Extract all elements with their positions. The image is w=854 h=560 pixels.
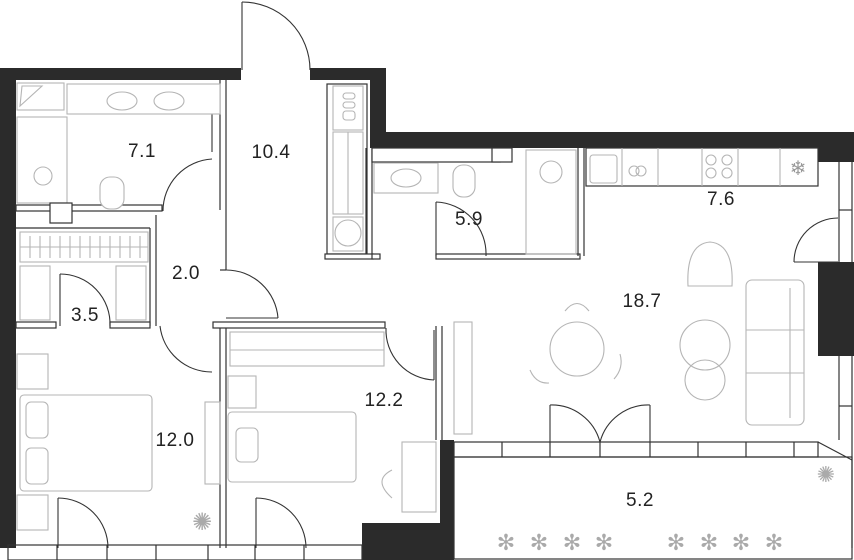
plant-icon: ✻ <box>595 530 613 555</box>
living-room-furniture <box>529 241 805 426</box>
office-chair-icon <box>381 469 393 499</box>
hallway-utility <box>332 85 364 252</box>
room-area-bathroom-1: 7.1 <box>128 141 156 162</box>
room-area-hallway: 10.4 <box>251 142 291 163</box>
room-area-bathroom-2: 5.9 <box>455 209 483 230</box>
lamp-icon <box>16 494 49 531</box>
plant-icon: ✻ <box>732 530 750 555</box>
plant-icon: ✻ <box>667 530 685 555</box>
room-area-balcony: 5.2 <box>626 490 654 511</box>
fridge-snowflake-icon: ❄ <box>790 158 807 180</box>
room-area-kitchen: 7.6 <box>707 189 735 210</box>
plant-icon: ✺ <box>817 462 835 487</box>
kitchen-fixtures: ❄ <box>589 148 807 186</box>
bathroom-1-fixtures <box>16 82 221 224</box>
plant-icon: ✻ <box>530 530 548 555</box>
plant-icon: ✺ <box>192 509 212 536</box>
room-area-bedroom-1: 12.0 <box>155 430 195 451</box>
balcony-plants: ✺ ✻ ✻ ✻ ✻ ✻ ✻ ✻ ✻ <box>497 462 835 555</box>
dishwasher-icon <box>628 165 640 177</box>
armchair-icon <box>687 241 733 287</box>
sink-icon <box>390 168 422 188</box>
wardrobe-icon <box>29 236 141 258</box>
bed-icon <box>19 394 153 492</box>
plant-icon: ✻ <box>497 530 515 555</box>
dining-table-icon <box>549 321 605 377</box>
room-area-living-room: 18.7 <box>622 291 662 312</box>
bed-icon <box>227 411 357 483</box>
plant-icon: ✻ <box>563 530 581 555</box>
sink-icon <box>106 91 138 111</box>
bedroom-2-furniture <box>227 321 473 513</box>
lamp-icon <box>16 353 49 390</box>
shower-icon <box>33 166 53 186</box>
sink-icon <box>153 91 185 111</box>
room-area-bedroom-2: 12.2 <box>364 390 404 411</box>
wardrobe-fixtures <box>19 231 149 321</box>
plant-icon: ✻ <box>700 530 718 555</box>
exterior-walls <box>0 68 854 560</box>
shower-icon <box>525 149 577 255</box>
room-area-wardrobe: 3.5 <box>71 305 99 326</box>
desk-icon <box>401 441 437 513</box>
lamp-icon <box>227 375 257 409</box>
stove-icon <box>705 154 733 179</box>
washing-machine-icon <box>334 219 362 247</box>
coffee-table-icon <box>679 319 731 371</box>
plant-icon: ✻ <box>765 530 783 555</box>
bathroom-2-fixtures <box>371 147 577 255</box>
toilet-icon <box>99 176 125 210</box>
sofa-icon <box>745 279 805 426</box>
toilet-icon <box>452 164 476 198</box>
bedroom-1-furniture: ✺ <box>16 353 221 536</box>
room-area-corridor: 2.0 <box>172 263 200 284</box>
windows <box>7 162 853 560</box>
sink-icon <box>589 154 618 184</box>
